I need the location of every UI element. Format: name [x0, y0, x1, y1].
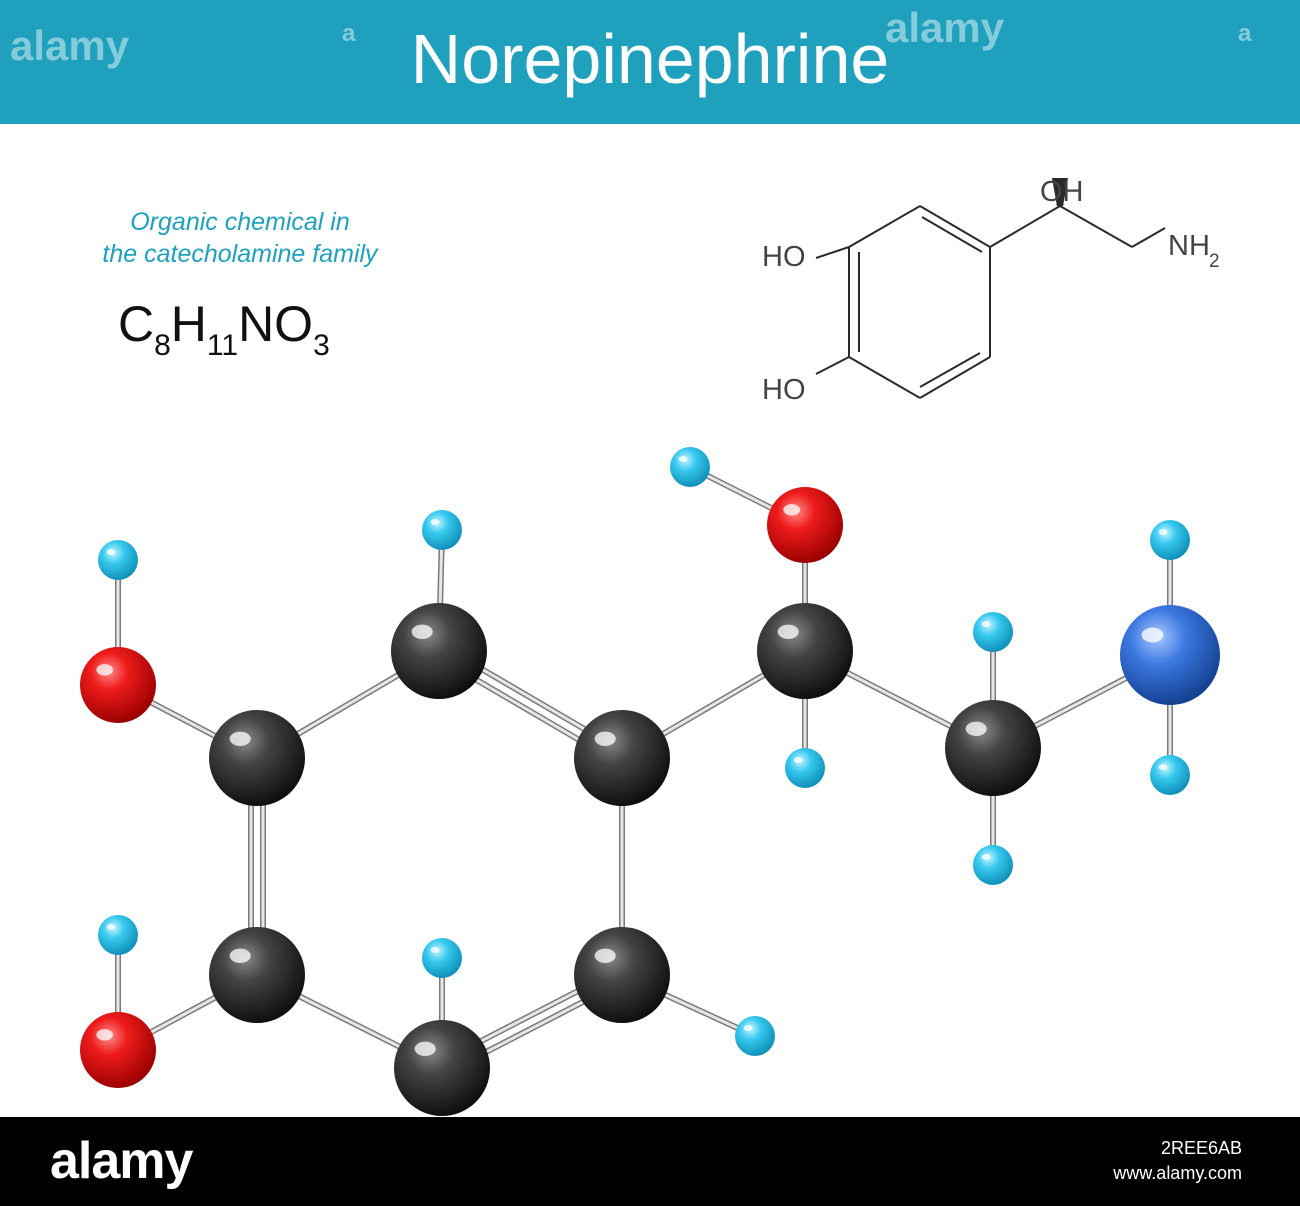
- nitrogen-atom: [1120, 605, 1220, 705]
- carbon-atom: [945, 700, 1041, 796]
- atom-highlight: [594, 948, 616, 963]
- page-title: Norepinephrine: [410, 20, 890, 98]
- watermark: alamy: [10, 22, 130, 69]
- carbon-atom: [209, 927, 305, 1023]
- wedge-bond: [1052, 178, 1068, 206]
- hydrogen-atom: [422, 510, 462, 550]
- formula-symbol: N: [238, 296, 275, 352]
- oxygen-atom: [80, 647, 156, 723]
- skeletal-labels: OH HO HO NH 2: [762, 176, 1220, 406]
- atom-highlight: [1141, 627, 1164, 643]
- carbon-atom: [757, 603, 853, 699]
- description-line: Organic chemical in: [130, 208, 350, 236]
- atoms: [80, 447, 1220, 1116]
- oxygen-atom: [767, 487, 843, 563]
- nh2-label: NH: [1168, 230, 1210, 262]
- atom-highlight: [981, 621, 991, 627]
- nh2-subscript: 2: [1209, 251, 1220, 272]
- image-id: 2REE6AB: [1160, 1138, 1242, 1158]
- atom-highlight: [1158, 529, 1168, 535]
- atom-highlight: [96, 664, 114, 676]
- atom-highlight: [414, 1041, 436, 1057]
- footer-url: www.alamy.com: [1113, 1163, 1242, 1183]
- formula-subscript: 3: [313, 329, 330, 362]
- atom-highlight: [1158, 764, 1168, 770]
- formula-subscript: 8: [154, 329, 171, 362]
- atom-highlight: [981, 854, 991, 860]
- atom-highlight: [430, 519, 440, 525]
- formula-symbol: H: [170, 296, 207, 352]
- atom-highlight: [594, 731, 616, 746]
- hydrogen-atom: [98, 540, 138, 580]
- atom-highlight: [777, 624, 799, 639]
- formula-subscript: 11: [206, 329, 239, 362]
- atom-highlight: [430, 947, 440, 953]
- formula-symbol: O: [274, 296, 314, 352]
- watermark: a: [342, 20, 356, 47]
- formula-symbol: C: [118, 296, 155, 352]
- hydrogen-atom: [1150, 520, 1190, 560]
- hydrogen-atom: [973, 612, 1013, 652]
- carbon-atom: [394, 1020, 490, 1116]
- hydrogen-atom: [670, 447, 710, 487]
- atom-highlight: [793, 757, 803, 763]
- hydrogen-atom: [973, 845, 1013, 885]
- chemical-formula: C8H11NO3: [118, 295, 330, 363]
- oxygen-atom: [80, 1012, 156, 1088]
- atom-highlight: [743, 1025, 753, 1031]
- hydrogen-atom: [1150, 755, 1190, 795]
- atom-highlight: [678, 456, 688, 462]
- ho-label: HO: [762, 374, 806, 406]
- carbon-atom: [209, 710, 305, 806]
- hydrogen-atom: [422, 938, 462, 978]
- atom-highlight: [783, 504, 801, 516]
- carbon-atom: [391, 603, 487, 699]
- footer-bar: alamy 2REE6AB www.alamy.com: [0, 1117, 1300, 1206]
- description-text: Organic chemical in the catecholamine fa…: [60, 206, 420, 270]
- hydrogen-atom: [785, 748, 825, 788]
- oh-label: OH: [1040, 176, 1084, 208]
- atom-highlight: [96, 1029, 114, 1041]
- carbon-atom: [574, 927, 670, 1023]
- ho-label: HO: [762, 241, 806, 273]
- atom-highlight: [229, 731, 251, 746]
- atom-highlight: [965, 721, 987, 736]
- title-banner: alamy a alamy a Norepinephrine: [0, 0, 1300, 124]
- atom-highlight: [106, 549, 116, 555]
- hydrogen-atom: [735, 1016, 775, 1056]
- atom-highlight: [229, 948, 251, 963]
- skeletal-bonds: [815, 205, 1166, 399]
- atom-highlight: [106, 924, 116, 930]
- hydrogen-atom: [98, 915, 138, 955]
- watermark: a: [1238, 20, 1252, 47]
- footer-logo: alamy: [50, 1132, 193, 1190]
- atom-highlight: [411, 624, 433, 639]
- watermark: alamy: [885, 4, 1005, 51]
- description-line: the catecholamine family: [102, 240, 378, 268]
- carbon-atom: [574, 710, 670, 806]
